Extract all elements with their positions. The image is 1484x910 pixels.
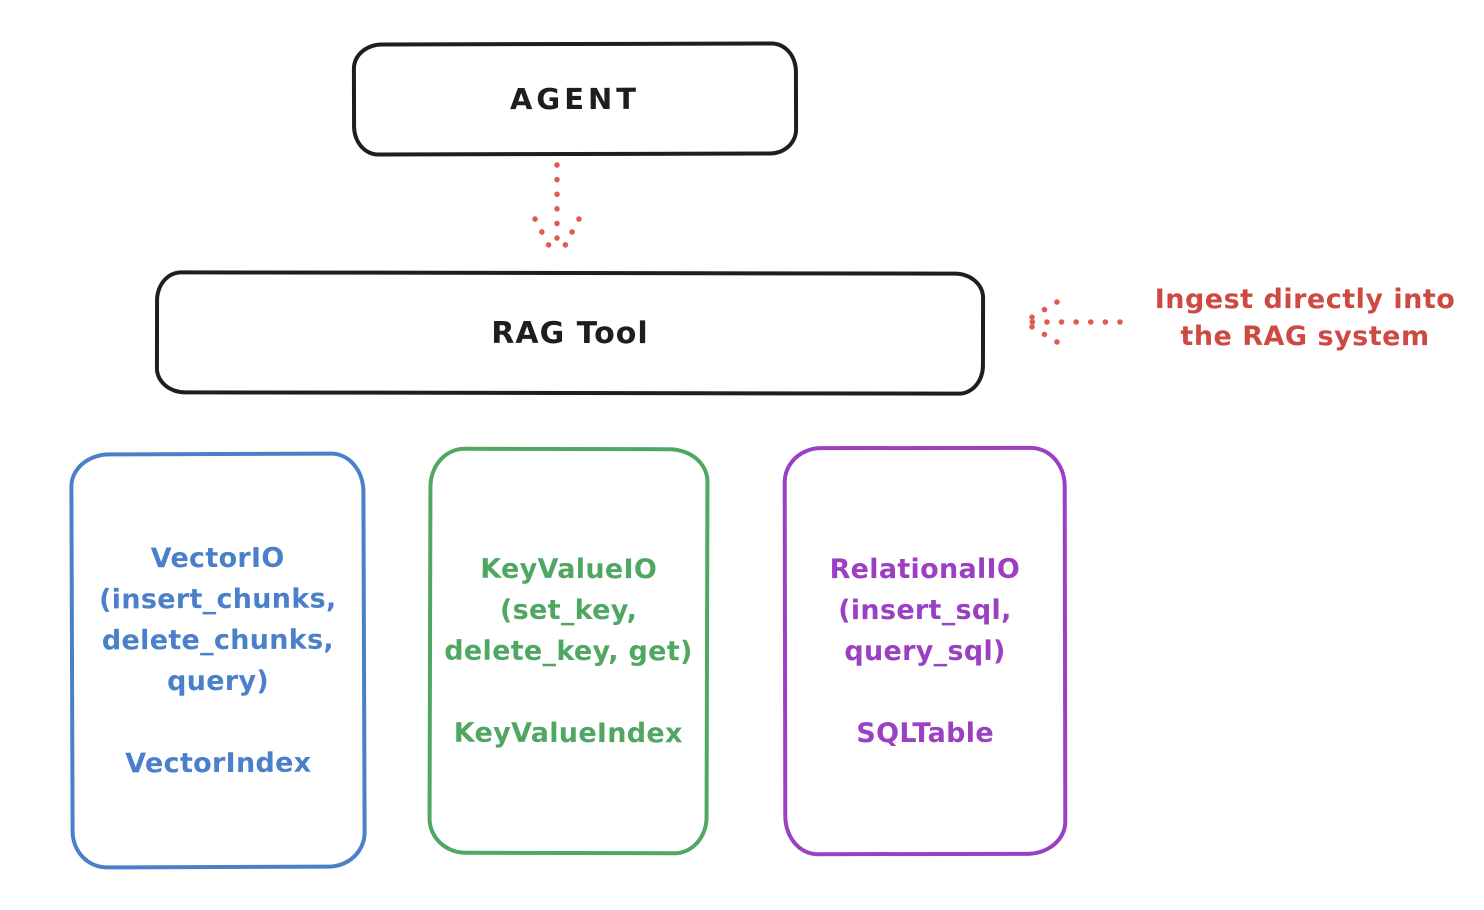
text-line xyxy=(920,671,930,712)
dotted-arrow-down-icon xyxy=(532,162,582,260)
text-line xyxy=(563,671,573,712)
agent-node: AGENT xyxy=(351,41,799,157)
rag-tool-label: RAG Tool xyxy=(491,315,649,351)
text-line: VectorIO xyxy=(150,542,285,574)
text-line: KeyValueIO xyxy=(480,553,658,585)
text-line: Ingest directly into xyxy=(1154,284,1456,315)
text-line: KeyValueIndex xyxy=(453,717,683,749)
dotted-arrow-left-icon xyxy=(1021,299,1123,345)
text-line: delete_chunks, xyxy=(101,624,335,656)
text-line: (insert_sql, xyxy=(838,594,1012,626)
text-line: query) xyxy=(167,665,270,697)
text-line: VectorIndex xyxy=(125,747,312,779)
text-line: RelationalIO xyxy=(829,553,1021,585)
text-line xyxy=(213,701,223,742)
ingest-annotation: Ingest directly into the RAG system xyxy=(1130,281,1480,355)
agent-label: AGENT xyxy=(509,81,641,117)
keyvalue-io-card: KeyValueIO (set_key, delete_key, get) KeyV… xyxy=(427,446,710,856)
text-line: (insert_chunks, xyxy=(99,583,337,615)
text-line: delete_key, get) xyxy=(444,635,693,667)
text-line: (set_key, xyxy=(499,594,638,626)
dotted-arrow-left-strokes xyxy=(1021,299,1123,345)
vector-io-card: VectorIO (insert_chunks, delete_chunks,que… xyxy=(69,451,367,870)
text-line: query_sql) xyxy=(844,635,1006,667)
relational-io-card: RelationalIO (insert_sql, query_sql) SQLTa… xyxy=(782,445,1068,857)
dotted-arrow-down-strokes xyxy=(532,162,582,260)
text-line: SQLTable xyxy=(856,717,994,749)
rag-tool-node: RAG Tool xyxy=(154,270,986,396)
text-line: the RAG system xyxy=(1180,321,1430,352)
